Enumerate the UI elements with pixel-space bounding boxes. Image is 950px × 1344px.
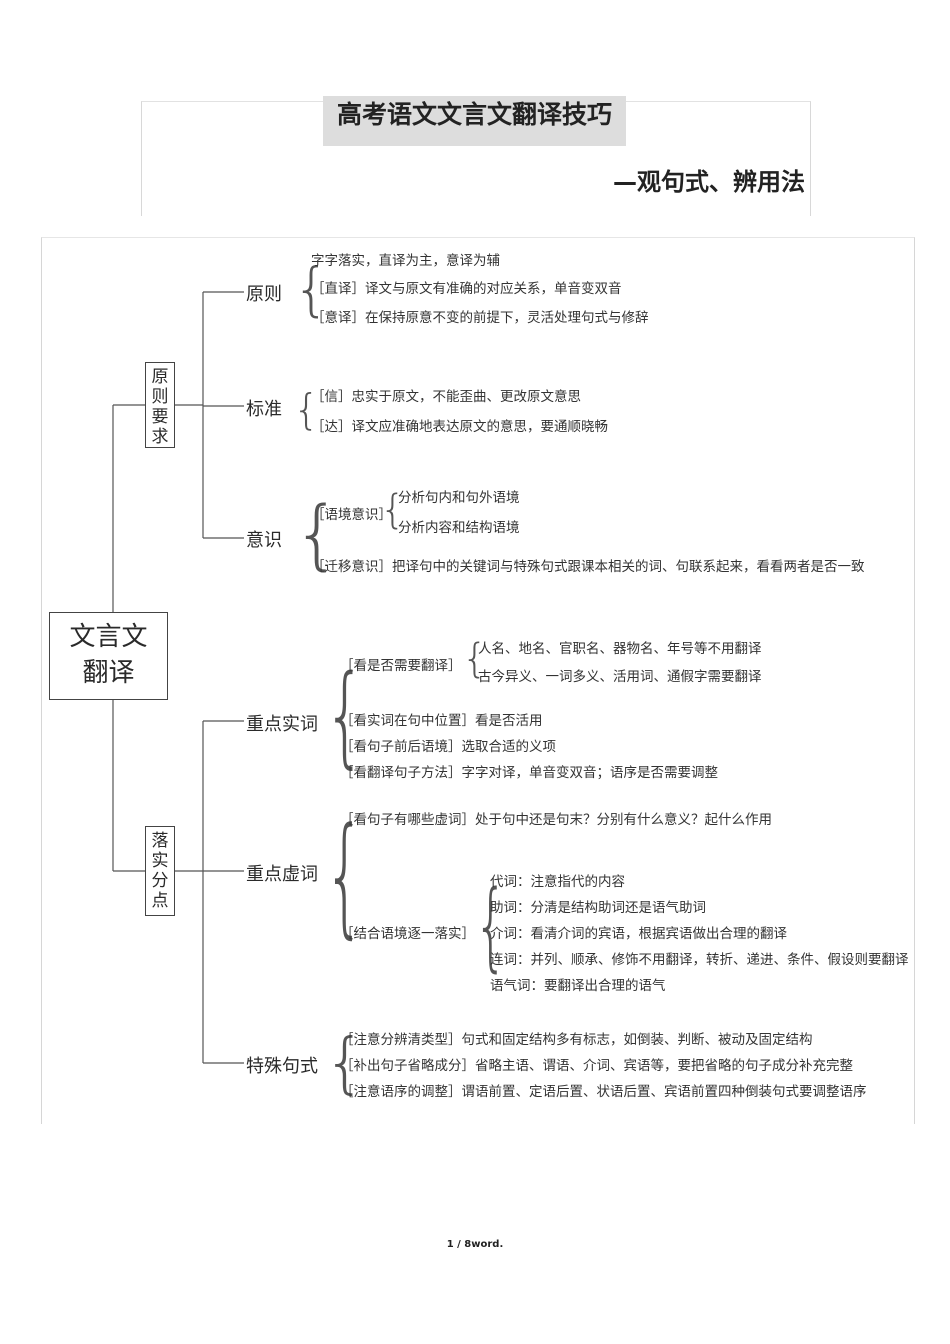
- branch-special-sentences: 特殊句式: [246, 1056, 318, 1077]
- brace-need: {: [462, 636, 488, 682]
- group-principles-char: 要: [151, 407, 169, 427]
- standard-item: ［达］译文应准确地表达原文的意思，要通顺晓畅: [311, 419, 608, 435]
- standard-item: ［信］忠实于原文，不能歪曲、更改原文意思: [311, 389, 581, 405]
- group-principles-box: 原 则 要 求: [145, 362, 175, 448]
- special-item: ［注意分辨清类型］句式和固定结构多有标志，如倒装、判断、被动及固定结构: [340, 1032, 813, 1048]
- notional-need-item: 人名、地名、官职名、器物名、年号等不用翻译: [478, 641, 762, 657]
- page-number: 1 / 8word.: [446, 1239, 504, 1250]
- root-node-line1: 文言文: [69, 622, 148, 652]
- combine-item: 介词：看清介词的宾语，根据宾语做出合理的翻译: [490, 926, 787, 942]
- awareness-context-label: ［语境意识］: [311, 507, 392, 523]
- brace-principle: {: [293, 255, 330, 323]
- brace-special: {: [324, 1024, 366, 1101]
- branch-notional-words: 重点实词: [246, 714, 318, 735]
- combine-item: 连词：并列、顺承、修饰不用翻译，转折、递进、条件、假设则要翻译: [490, 952, 909, 968]
- root-node-line2: 翻译: [82, 658, 135, 688]
- page-subtitle: —观句式、辨用法: [613, 168, 805, 196]
- page-title: 高考语文文言文翻译技巧: [323, 96, 626, 146]
- special-item: ［注意语序的调整］谓语前置、定语后置、状语后置、宾语前置四种倒装句式要调整语序: [340, 1084, 867, 1100]
- notional-item: ［看翻译句子方法］字字对译，单音变双音；语序是否需要调整: [340, 765, 718, 781]
- branch-principle: 原则: [246, 284, 282, 305]
- notional-need-item: 古今异义、一词多义、活用词、通假字需要翻译: [478, 669, 762, 685]
- group-implementation-char: 实: [151, 851, 169, 871]
- notional-item: ［看句子前后语境］选取合适的义项: [340, 739, 556, 755]
- combine-item: 代词：注意指代的内容: [490, 874, 625, 890]
- awareness-transfer: ［迁移意识］把译句中的关键词与特殊句式跟课本相关的词、句联系起来，看看两者是否一…: [311, 559, 865, 575]
- combine-item: 语气词：要翻译出合理的语气: [490, 978, 666, 994]
- brace-notional: {: [324, 651, 366, 779]
- diagram-frame: [41, 237, 915, 1124]
- principle-item: 字字落实，直译为主，意译为辅: [311, 253, 500, 269]
- function-words-combine-label: ［结合语境逐一落实］: [340, 926, 475, 942]
- group-implementation-char: 分: [151, 871, 169, 891]
- principle-item: ［直译］译文与原文有准确的对应关系，单音变双音: [311, 281, 622, 297]
- group-principles-char: 原: [151, 367, 169, 387]
- brace-combine: {: [474, 870, 508, 982]
- function-words-first: ［看句子有哪些虚词］处于句中还是句末？分别有什么意义？起什么作用: [340, 812, 772, 828]
- brace-standard: {: [293, 385, 320, 434]
- brace-context: {: [380, 487, 406, 533]
- combine-item: 助词：分清是结构助词还是语气助词: [490, 900, 706, 916]
- root-node: 文言文 翻译: [49, 612, 168, 700]
- group-implementation-char: 点: [151, 891, 169, 911]
- brace-function-words: {: [324, 799, 366, 951]
- principle-item: ［意译］在保持原意不变的前提下，灵活处理句式与修辞: [311, 310, 649, 326]
- awareness-context-item: 分析句内和句外语境: [398, 490, 520, 506]
- branch-standard: 标准: [246, 399, 282, 420]
- group-principles-char: 则: [151, 387, 169, 407]
- group-implementation-char: 落: [151, 831, 169, 851]
- group-implementation-box: 落 实 分 点: [145, 826, 175, 916]
- group-principles-char: 求: [151, 427, 169, 447]
- notional-item: ［看实词在句中位置］看是否活用: [340, 713, 543, 729]
- special-item: ［补出句子省略成分］省略主语、谓语、介词、宾语等，要把省略的句子成分补充完整: [340, 1058, 853, 1074]
- notional-need-label: ［看是否需要翻译］: [340, 658, 462, 674]
- brace-awareness: {: [293, 489, 342, 578]
- branch-function-words: 重点虚词: [246, 864, 318, 885]
- awareness-context-item: 分析内容和结构语境: [398, 520, 520, 536]
- branch-awareness: 意识: [246, 530, 282, 551]
